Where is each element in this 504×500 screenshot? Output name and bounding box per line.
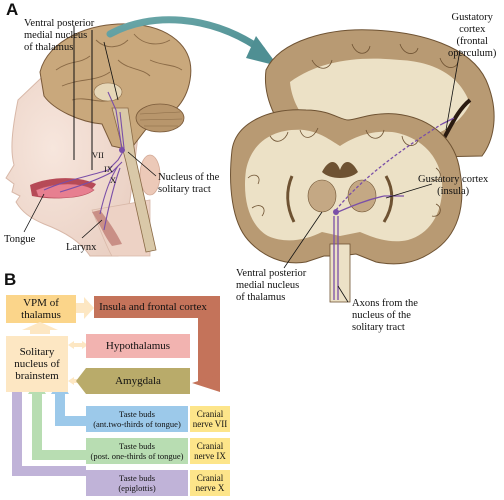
nucleus-solitary-line-2: solitary tract — [158, 184, 211, 195]
cerebellum — [135, 103, 185, 133]
larynx-label: Larynx — [66, 242, 97, 253]
coronal-brainstem — [329, 243, 351, 303]
leader-lines — [23, 41, 461, 303]
panel-b-letter: B — [4, 270, 17, 289]
cn-ix-line-1: Cranial — [196, 441, 224, 451]
vpm-bottom-label: Ventral posterior medial nucleus of thal… — [236, 268, 306, 304]
solitary-to-hypothalamus-arrow — [68, 341, 88, 349]
taste-x-line-2: (epiglottis) — [118, 483, 156, 493]
hypothalamus-text: Hypothalamus — [105, 340, 171, 352]
panel-a-letter: A — [6, 0, 19, 19]
cn-x-box — [190, 470, 230, 496]
vpm-top-line-3: of thalamus — [24, 42, 74, 53]
vpm-line-2: thalamus — [21, 309, 61, 321]
taste-x-line-1: Taste buds — [119, 473, 155, 483]
gust-insula-line-2: (insula) — [437, 186, 470, 197]
axons-line-2: nucleus of the — [352, 310, 411, 321]
tongue-label: Tongue — [4, 234, 36, 245]
axons-line-1: Axons from the — [352, 298, 418, 309]
gust-front-line-3: (frontal — [456, 36, 488, 47]
insula-text: Insula and frontal cortex — [99, 301, 207, 313]
gust-front-line-2: cortex — [459, 24, 486, 35]
head-illustration — [5, 23, 192, 257]
vpm-top-label: Ventral posterior medial nucleus of thal… — [24, 18, 94, 54]
taste-ix-line-1: Taste buds — [118, 441, 155, 451]
gustatory-insula-label: Gustatory cortex (insula) — [418, 174, 488, 198]
gust-front-line-4: operculum) — [448, 48, 497, 59]
hypothalamus-bar — [86, 334, 190, 358]
amygdala-bar — [76, 368, 190, 394]
ear — [139, 154, 161, 196]
taste-x-text: Taste buds(epiglottis) — [86, 470, 188, 496]
vpm-bottom-line-1: Ventral posterior — [236, 268, 307, 279]
vpm-up-arrow — [22, 322, 58, 334]
vpm-bottom-line-2: medial nucleus — [236, 280, 300, 291]
cn-vii-box — [190, 406, 230, 432]
solitary-line-1: Solitary — [19, 346, 55, 358]
taste-vii-line-1: Taste buds — [118, 409, 155, 419]
taste-vii-line-2: (ant.two-thirds of tongue) — [93, 419, 181, 429]
larynx-shape — [92, 210, 122, 246]
taste-vii-text: Taste buds(ant.two-thirds of tongue) — [86, 406, 188, 432]
insula-bar — [94, 296, 212, 318]
solitary-line-3: brainstem — [15, 370, 59, 382]
brainstem — [111, 107, 157, 253]
transition-arrowhead — [246, 36, 278, 66]
taste-x-box — [86, 470, 188, 496]
cn-vii-line-1: Cranial — [196, 409, 224, 419]
vpm-top-line-2: medial nucleus — [24, 30, 88, 41]
nerve-x-label: X — [110, 175, 117, 185]
vpm-to-insula-arrow — [76, 297, 94, 319]
gust-insula-line-1: Gustatory cortex — [418, 174, 489, 185]
nucleus-solitary-label: Nucleus of the solitary tract — [158, 172, 219, 196]
solitary-line-2: nucleus of — [14, 358, 60, 370]
neck — [91, 199, 151, 257]
gustatory-frontal-label: Gustatory cortex (frontal operculum) — [448, 12, 496, 60]
cn-vii-line-2: nerve VII — [192, 419, 228, 429]
taste-vii-box — [86, 406, 188, 432]
amygdala-text: Amygdala — [115, 375, 161, 387]
taste-ix-box — [86, 438, 188, 464]
axons-line-3: solitary tract — [352, 322, 405, 333]
taste-ix-line-2: (post. one-thirds of tongue) — [90, 451, 184, 461]
solitary-box — [6, 336, 68, 392]
nerve-vii-label: VII — [92, 150, 104, 160]
nucleus-solitary-line-1: Nucleus of the — [158, 172, 220, 183]
vpm-bottom-line-3: of thalamus — [236, 292, 286, 303]
gust-front-line-1: Gustatory — [451, 12, 493, 23]
cn-ix-box — [190, 438, 230, 464]
cn-x-line-2: nerve X — [195, 483, 225, 493]
vpm-line-1: VPM of — [23, 297, 59, 309]
panel-b-flowchart — [6, 295, 230, 496]
transition-arrow — [106, 16, 266, 54]
vpm-box — [6, 295, 76, 323]
cn-ix-line-2: nerve IX — [194, 451, 226, 461]
taste-ix-text: Taste buds(post. one-thirds of tongue) — [86, 438, 188, 464]
vpm-top-line-1: Ventral posterior — [24, 18, 95, 29]
coronal-sections — [230, 29, 495, 303]
axons-label: Axons from the nucleus of the solitary t… — [352, 298, 418, 334]
taste-nerve-paths — [43, 91, 125, 231]
cn-x-line-1: Cranial — [196, 473, 224, 483]
nerve-ix-label: IX — [104, 164, 113, 174]
